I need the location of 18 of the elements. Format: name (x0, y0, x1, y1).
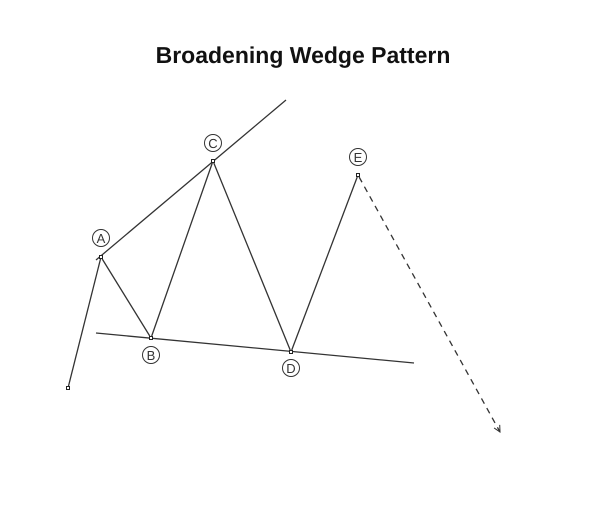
point-label: C (204, 134, 222, 152)
price-line (68, 258, 102, 386)
price-line (102, 258, 150, 336)
pivot-marker (66, 386, 70, 390)
point-label: D (282, 359, 300, 377)
price-line (291, 176, 358, 350)
pivot-marker (99, 255, 103, 259)
dashed-arrow (358, 176, 501, 433)
price-line (151, 162, 213, 336)
pivot-marker (211, 159, 215, 163)
chart-title: Broadening Wedge Pattern (154, 42, 452, 69)
price-line (213, 162, 291, 350)
point-label: A (92, 229, 110, 247)
point-label: B (142, 346, 160, 364)
point-label: E (349, 148, 367, 166)
pivot-marker (149, 336, 153, 340)
pivot-marker (356, 173, 360, 177)
pivot-marker (289, 350, 293, 354)
